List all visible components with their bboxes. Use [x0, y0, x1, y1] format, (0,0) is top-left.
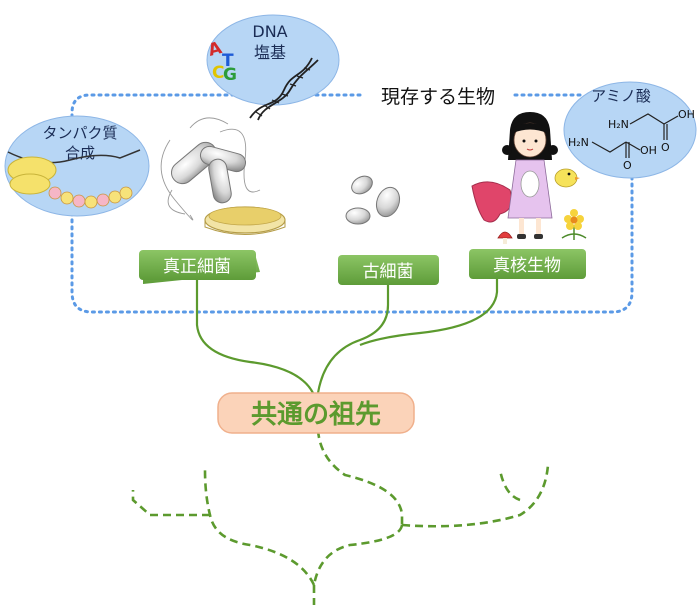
branch-archaea — [316, 277, 390, 394]
existing-organisms-frame — [70, 93, 634, 314]
label-archaea: 古細菌 — [338, 255, 439, 285]
branch-eukarya — [359, 272, 499, 347]
chem-o-lower: O — [623, 159, 632, 172]
eukaryote-illustration — [471, 112, 587, 244]
base-t: T — [222, 51, 234, 71]
label-eukarya: 真核生物 — [469, 249, 586, 279]
common-ancestor-text: 共通の祖先 — [251, 400, 381, 430]
chick-icon — [554, 168, 580, 188]
amino-acid-bubble — [563, 81, 697, 179]
girl-icon — [502, 112, 558, 239]
chem-oh-lower: OH — [640, 144, 657, 157]
ribosome-icon — [7, 149, 141, 209]
common-ancestor-box — [217, 392, 415, 434]
archaea-illustration — [345, 175, 401, 225]
dna-helix-icon — [249, 57, 319, 121]
chem-nh2-lower: H₂N — [568, 136, 589, 149]
label-bacteria: 真正細菌 — [139, 250, 260, 284]
branch-bacteria — [195, 272, 314, 394]
existing-organisms-title: 現存する生物 — [381, 86, 495, 108]
base-label: 塩基 — [254, 43, 286, 62]
label-eukarya-text: 真核生物 — [493, 256, 561, 276]
amino-acid-structure-icon: H₂N OH O H₂N OH O — [568, 108, 695, 172]
chem-o-upper: O — [661, 141, 670, 154]
label-archaea-text: 古細菌 — [363, 262, 414, 282]
chem-oh-upper: OH — [678, 108, 695, 121]
base-letters: A T C G — [206, 38, 237, 85]
label-bacteria-text: 真正細菌 — [163, 257, 231, 277]
base-c: C — [212, 63, 224, 83]
base-a: A — [206, 38, 225, 61]
mushroom-icon — [497, 231, 513, 244]
amino-acid-label: アミノ酸 — [591, 87, 651, 105]
dna-label: DNA — [252, 22, 287, 41]
flower-icon — [561, 209, 587, 240]
chem-nh2-upper: H₂N — [608, 118, 629, 131]
tree-branches — [195, 272, 499, 394]
protein-label: タンパク質 — [42, 124, 117, 142]
base-g: G — [223, 65, 237, 85]
bacteria-illustration — [160, 117, 286, 235]
organ-icon — [471, 181, 513, 223]
ancestral-dashed-branches — [131, 429, 550, 605]
synthesis-label: 合成 — [65, 144, 95, 162]
